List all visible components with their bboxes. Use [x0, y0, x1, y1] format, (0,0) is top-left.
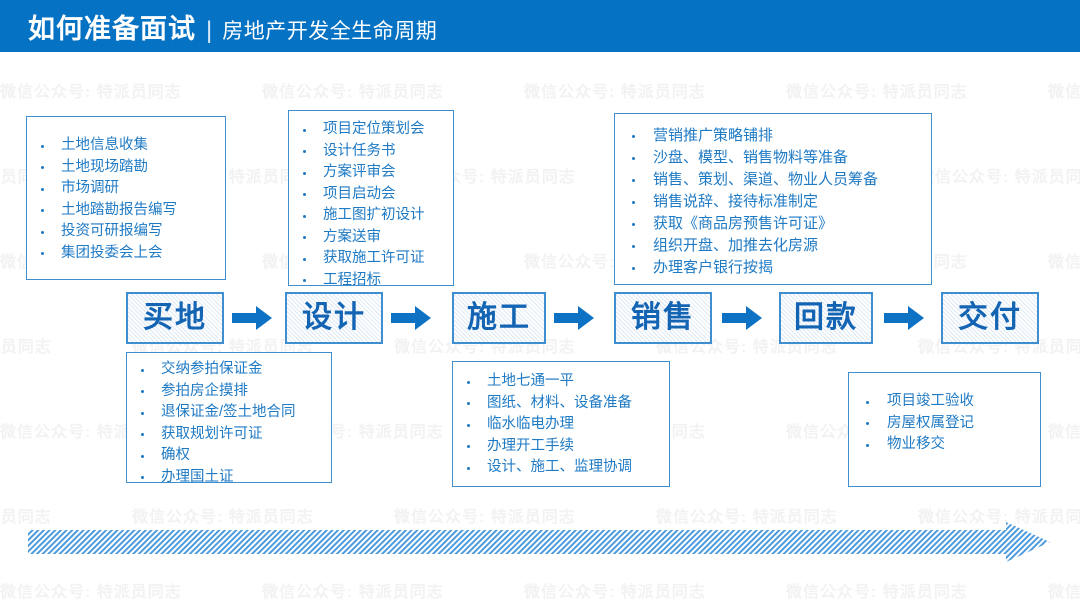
stage-box-construction[interactable]: 施工	[452, 292, 546, 344]
right-arrow-icon	[232, 305, 272, 331]
detail-box-sales: 营销推广策略铺排沙盘、模型、销售物料等准备销售、策划、渠道、物业人员筹备销售说辞…	[614, 113, 932, 285]
watermark-text: 微信公众号: 特派员同志	[0, 584, 182, 601]
stage-box-sales[interactable]: 销售	[614, 292, 712, 344]
stage-box-buy-land[interactable]: 买地	[126, 292, 224, 344]
list-item: 方案送审	[289, 227, 453, 249]
list-item: 获取施工许可证	[289, 248, 453, 270]
list-item: 参拍房企摸排	[127, 381, 331, 403]
list-item: 工程招标	[289, 270, 453, 292]
watermark-text: 微信公众号: 特派员同志	[1048, 584, 1080, 601]
title-separator: |	[206, 17, 213, 44]
title-main: 如何准备面试	[28, 14, 196, 44]
list-item: 土地现场踏勘	[27, 157, 225, 179]
list-item: 项目定位策划会	[289, 119, 453, 141]
list-item: 退保证金/签土地合同	[127, 402, 331, 424]
header-bar: 如何准备面试 | 房地产开发全生命周期	[0, 0, 1080, 52]
list-item: 土地踏勘报告编写	[27, 200, 225, 222]
stage-label: 回款	[794, 301, 858, 334]
list-item: 沙盘、模型、销售物料等准备	[615, 147, 931, 169]
list-item: 销售说辞、接待标准制定	[615, 191, 931, 213]
list-item: 物业移交	[849, 434, 1040, 456]
list-item: 集团投委会上会	[27, 243, 225, 265]
list-item: 临水临电办理	[453, 414, 669, 436]
stage-label: 买地	[143, 301, 207, 334]
list-item: 项目启动会	[289, 184, 453, 206]
list-item: 市场调研	[27, 178, 225, 200]
detail-box-delivery: 项目竣工验收房屋权属登记物业移交	[848, 372, 1041, 487]
detail-box-land-procedure: 交纳参拍保证金参拍房企摸排退保证金/签土地合同获取规划许可证确权办理国土证	[126, 352, 332, 485]
list-item: 交纳参拍保证金	[127, 359, 331, 381]
list-item: 施工图扩初设计	[289, 205, 453, 227]
stage-label: 施工	[467, 301, 531, 334]
detail-list: 土地七通一平图纸、材料、设备准备临水临电办理办理开工手续设计、施工、监理协调	[453, 371, 669, 479]
stage-box-design[interactable]: 设计	[285, 292, 383, 344]
detail-box-construction: 土地七通一平图纸、材料、设备准备临水临电办理办理开工手续设计、施工、监理协调	[452, 361, 670, 487]
list-item: 项目竣工验收	[849, 391, 1040, 413]
list-item: 方案评审会	[289, 162, 453, 184]
stage-label: 交付	[958, 301, 1022, 334]
list-item: 办理开工手续	[453, 436, 669, 458]
list-item: 图纸、材料、设备准备	[453, 393, 669, 415]
list-item: 办理客户银行按揭	[615, 257, 931, 279]
watermark-text: 微信公众号: 特派员同志	[524, 84, 706, 101]
page-title: 如何准备面试 | 房地产开发全生命周期	[28, 7, 437, 46]
watermark-text: 微信公众号: 特派员同志	[1048, 84, 1080, 101]
detail-list: 土地信息收集土地现场踏勘市场调研土地踏勘报告编写投资可研报编写集团投委会上会	[27, 135, 225, 264]
stage-label: 销售	[631, 301, 695, 334]
detail-box-design: 项目定位策划会设计任务书方案评审会项目启动会施工图扩初设计方案送审获取施工许可证…	[288, 110, 454, 288]
watermark-text: 微信公众号: 特派员同志	[786, 84, 968, 101]
list-item: 土地七通一平	[453, 371, 669, 393]
list-item: 获取《商品房预售许可证》	[615, 213, 931, 235]
stage-box-delivery[interactable]: 交付	[941, 292, 1039, 344]
list-item: 营销推广策略铺排	[615, 125, 931, 147]
watermark-text: 微信公众号: 特派员同志	[524, 584, 706, 601]
list-item: 确权	[127, 445, 331, 467]
right-arrow-icon	[391, 305, 431, 331]
stage-box-payment-collection[interactable]: 回款	[779, 292, 873, 344]
list-item: 销售、策划、渠道、物业人员筹备	[615, 169, 931, 191]
stage-label: 设计	[302, 301, 366, 334]
watermark-text: 微信公众号: 特派员同志	[262, 584, 444, 601]
stage-chain: 买地 设计 施工 销售 回款 交付	[0, 292, 1080, 346]
watermark-text: 微信公众号: 特派员同志	[262, 84, 444, 101]
list-item: 设计任务书	[289, 141, 453, 163]
right-arrow-icon	[884, 305, 924, 331]
watermark-text: 微信公众号: 特派员同志	[0, 84, 182, 101]
list-item: 投资可研报编写	[27, 221, 225, 243]
list-item: 设计、施工、监理协调	[453, 457, 669, 479]
list-item: 办理国土证	[127, 467, 331, 489]
detail-list: 项目定位策划会设计任务书方案评审会项目启动会施工图扩初设计方案送审获取施工许可证…	[289, 119, 453, 291]
detail-list: 营销推广策略铺排沙盘、模型、销售物料等准备销售、策划、渠道、物业人员筹备销售说辞…	[615, 125, 931, 279]
watermark-text: 微信公众号: 特派员同志	[786, 584, 968, 601]
right-arrow-icon	[554, 305, 594, 331]
watermark-text: 微信公众号: 特派员同志	[918, 169, 1080, 186]
right-arrow-icon	[722, 305, 762, 331]
title-subtitle: 房地产开发全生命周期	[222, 20, 438, 43]
watermark-text: 微信公众号: 特派员同志	[1048, 254, 1080, 271]
list-item: 房屋权属登记	[849, 413, 1040, 435]
list-item: 获取规划许可证	[127, 424, 331, 446]
long-right-arrow-icon	[28, 522, 1050, 562]
detail-list: 交纳参拍保证金参拍房企摸排退保证金/签土地合同获取规划许可证确权办理国土证	[127, 359, 331, 488]
list-item: 组织开盘、加推去化房源	[615, 235, 931, 257]
watermark-row: 微信公众号: 特派员同志 微信公众号: 特派员同志 微信公众号: 特派员同志 微信公众…	[0, 78, 1080, 102]
watermark-row: 微信公众号: 特派员同志 微信公众号: 特派员同志 微信公众号: 特派员同志 微信公众…	[0, 578, 1080, 602]
list-item: 土地信息收集	[27, 135, 225, 157]
detail-box-buy-land: 土地信息收集土地现场踏勘市场调研土地踏勘报告编写投资可研报编写集团投委会上会	[26, 116, 226, 280]
watermark-text: 微信公众号: 特派员同志	[1048, 424, 1080, 441]
detail-list: 项目竣工验收房屋权属登记物业移交	[849, 391, 1040, 456]
